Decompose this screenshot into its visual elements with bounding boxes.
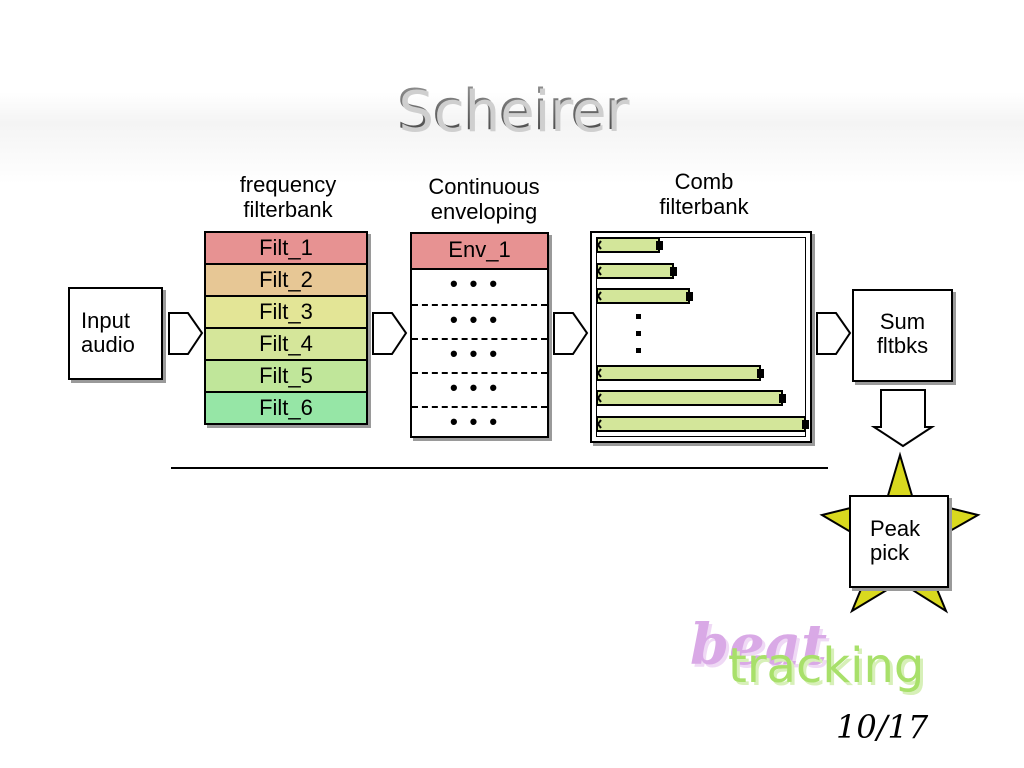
peak-pick-box: Peak pick (849, 495, 949, 588)
input-audio-line1: Input (81, 308, 130, 333)
filterbank-caption-line1: frequency (239, 172, 337, 197)
env-row: ••• (412, 304, 547, 338)
arrow-right-icon (168, 312, 204, 355)
sum-fltbks-label: Sum fltbks (854, 310, 951, 358)
arrow-right-icon (372, 312, 408, 355)
filter-row-5: Filt_5 (204, 359, 368, 393)
filter-row-1: Filt_1 (204, 231, 368, 265)
comb-caption-line2: filterbank (659, 194, 749, 219)
logo-tracking: tracking (728, 638, 925, 694)
enveloping-caption-line2: enveloping (430, 199, 538, 224)
comb-caption: Comb filterbank (624, 169, 784, 219)
filter-row-3: Filt_3 (204, 295, 368, 329)
input-audio-line2: audio (81, 332, 135, 357)
comb-caption-line1: Comb (674, 169, 734, 194)
enveloping-caption: Continuous enveloping (408, 174, 560, 224)
arrow-down-icon (870, 389, 936, 448)
comb-filterbank-box (590, 231, 812, 443)
env-row: ••• (412, 372, 547, 406)
page-number: 10/17 (836, 708, 929, 746)
env-dots: ••• (449, 375, 510, 400)
sum-fltbks-line2: fltbks (876, 333, 929, 358)
peak-pick-line2: pick (870, 540, 910, 565)
input-audio-label: Input audio (81, 309, 135, 357)
filter-row-4: Filt_4 (204, 327, 368, 361)
filterbank-caption: frequency filterbank (206, 172, 370, 222)
enveloping-box: Env_1 ••• ••• ••• ••• ••• (410, 232, 549, 438)
env-dots: ••• (449, 271, 510, 296)
horizontal-divider (171, 467, 828, 469)
env-dots: ••• (449, 409, 510, 434)
env-dots: ••• (449, 307, 510, 332)
env-1-header: Env_1 (412, 234, 547, 270)
arrow-right-icon (553, 312, 589, 355)
logo-beat: beat (690, 612, 827, 678)
env-row: ••• (412, 270, 547, 304)
filterbank-caption-line2: filterbank (243, 197, 333, 222)
peak-pick-line1: Peak (870, 516, 921, 541)
slide-title: Scheirer (0, 78, 1024, 143)
arrow-right-icon (816, 312, 852, 355)
env-row: ••• (412, 406, 547, 440)
sum-fltbks-box: Sum fltbks (852, 289, 953, 382)
sum-fltbks-line1: Sum (879, 309, 926, 334)
enveloping-caption-line1: Continuous (428, 174, 540, 199)
input-audio-box: Input audio (68, 287, 163, 380)
env-row: ••• (412, 338, 547, 372)
env-dots: ••• (449, 341, 510, 366)
filter-row-2: Filt_2 (204, 263, 368, 297)
comb-inner-frame (596, 237, 806, 437)
filter-row-6: Filt_6 (204, 391, 368, 425)
peak-pick-label: Peak pick (870, 517, 920, 565)
